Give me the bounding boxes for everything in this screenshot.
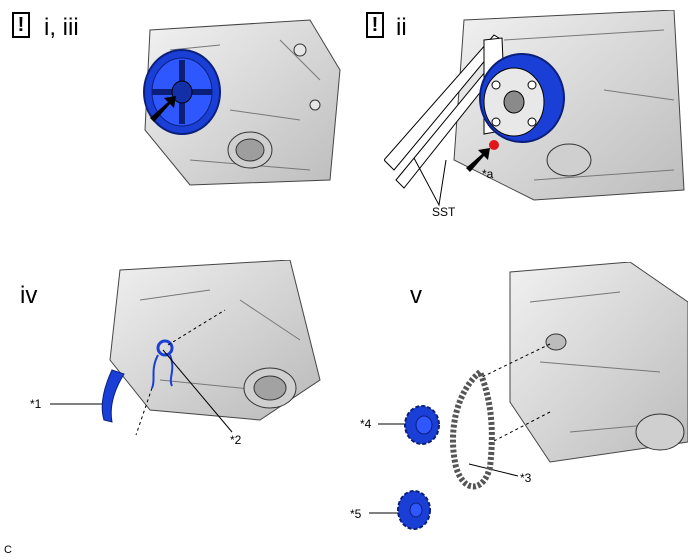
step-label-ii: ii	[396, 14, 407, 41]
timing-chain	[450, 367, 495, 490]
oil-pump-drive-sprocket	[394, 488, 434, 532]
panel-crankshaft-pulley	[130, 10, 350, 190]
callout-a: *a	[482, 167, 494, 181]
warning-icon: !	[366, 12, 384, 38]
step-label-iv: iv	[20, 282, 38, 309]
engine-illustration	[450, 262, 688, 490]
arrow-icon	[466, 148, 490, 172]
callout-2: *2	[230, 433, 242, 447]
engine-illustration	[143, 19, 341, 186]
engine-illustration	[101, 260, 321, 436]
panel-chain-tensioner	[90, 260, 330, 460]
figure-code: C	[4, 544, 12, 556]
chain-tensioner-slipper	[101, 369, 125, 423]
crankshaft-pulley	[479, 53, 565, 143]
mark-indicator	[489, 140, 499, 150]
step-label-i-iii: i, iii	[44, 14, 79, 41]
callout-1: *1	[30, 397, 42, 411]
step-label-v: v	[410, 282, 422, 309]
panel-sst-holding	[384, 10, 688, 230]
callout-sst: SST	[432, 205, 456, 219]
arrow-icon	[150, 96, 176, 122]
engine-illustration	[384, 10, 685, 207]
panel-timing-chain	[420, 262, 688, 532]
warning-icon: !	[12, 12, 30, 38]
callout-3: *3	[520, 471, 532, 485]
sst-leader-line	[413, 157, 447, 207]
chain-tensioner-spring	[151, 339, 174, 389]
crankshaft-pulley	[143, 49, 221, 135]
crankshaft-timing-sprocket	[402, 404, 442, 446]
callout-5: *5	[350, 507, 362, 521]
callout-4: *4	[360, 417, 372, 431]
